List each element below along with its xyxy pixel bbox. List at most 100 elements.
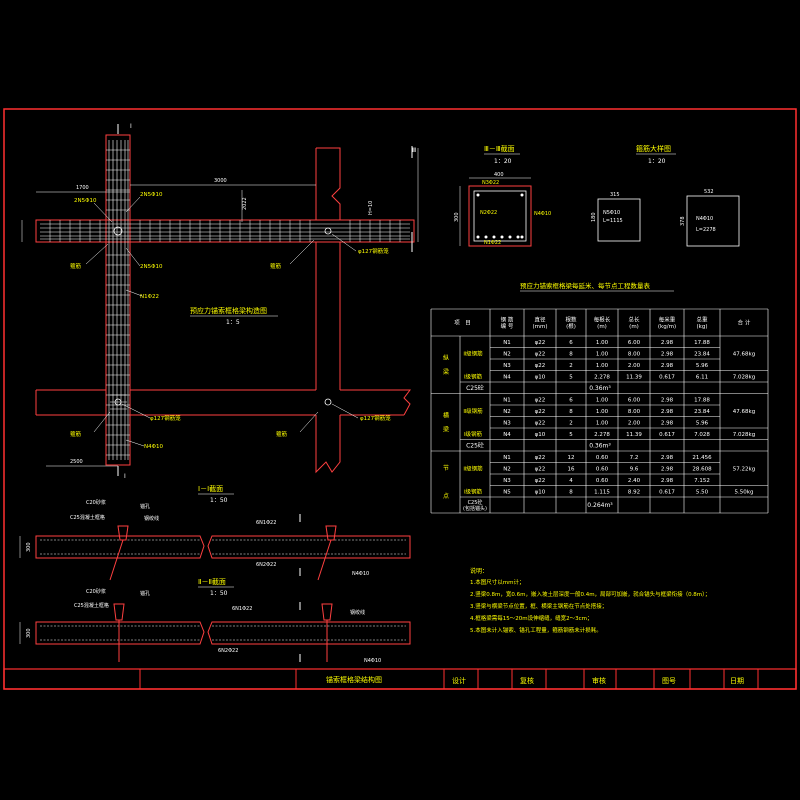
table-cell-grade: Ⅱ级钢筋 xyxy=(463,464,483,472)
stirrup-a-side: 180 xyxy=(591,212,597,222)
table-header-cell: (m) xyxy=(629,324,639,330)
stirrup-title: 箍筋大样图 xyxy=(636,144,671,153)
table-header-cell: 编 号 xyxy=(501,322,514,330)
quantity-table: 预应力锚索框格梁每延米、每节点工程数量表 项 目钢 筋编 号直径(mm)根数(根… xyxy=(430,281,769,514)
table-cell-total: 7.2 xyxy=(630,455,639,461)
title-block-review: 审核 xyxy=(592,676,606,685)
table-header-cell: 每根长 xyxy=(594,315,611,323)
table-cell-grade: Ⅰ级钢筋 xyxy=(464,372,483,380)
table-cell-dia: φ10 xyxy=(535,374,546,380)
section-2-scale: 1：50 xyxy=(210,590,228,597)
table-cell-id: N2 xyxy=(503,351,511,357)
section-2-label-g: N4Φ10 xyxy=(364,658,381,664)
plan-scale: 1：5 xyxy=(226,319,240,326)
table-header-cell: 直径 xyxy=(534,315,546,323)
section-1-label-c: 锚孔 xyxy=(140,503,150,510)
plan-label-8: φ127钢筋笼 xyxy=(150,414,181,422)
table-cell-id: N5 xyxy=(503,489,511,495)
table-cell-weight: 5.50 xyxy=(696,489,709,495)
table-cell-per: 0.617 xyxy=(659,374,675,380)
anchor-node-lower-right xyxy=(324,398,332,406)
table-sum-grade1: 7.028kg xyxy=(733,432,755,438)
table-concrete-label: C25砼 xyxy=(468,499,483,506)
plan-label-10: 箍筋 xyxy=(70,430,82,438)
stirrup-b-name: N4Φ10 xyxy=(696,216,713,222)
right-vertical-beam xyxy=(315,147,341,474)
table-cell-per: 2.98 xyxy=(661,420,674,426)
section-3-label-left: N2Φ22 xyxy=(480,210,497,216)
table-cell-id: N2 xyxy=(503,466,511,472)
table-cell-weight: 6.11 xyxy=(696,374,708,380)
table-cell-each: 1.00 xyxy=(596,363,609,369)
stirrup-a-top: 315 xyxy=(610,192,620,198)
stirrup-b-top: 532 xyxy=(704,189,714,195)
section-1-scale: 1：50 xyxy=(210,497,228,504)
table-cell-count: 4 xyxy=(569,478,573,484)
note-4: 4.框格梁需每15～20m设伸缩缝，缝宽2～3cm； xyxy=(470,614,592,622)
note-1: 1.本图尺寸以mm计； xyxy=(470,578,524,586)
section-2-label-a: C20砂浆 xyxy=(86,588,106,595)
section-2-height: 300 xyxy=(26,628,32,638)
section-2-label-c: 锚孔 xyxy=(140,590,150,597)
table-cell-each: 2.278 xyxy=(594,432,610,438)
table-cell-weight: 21.456 xyxy=(692,455,712,461)
table-header-cell: 每米重 xyxy=(659,315,676,323)
plan-label-2: 2N5Φ10 xyxy=(140,192,163,198)
note-2: 2.竖梁0.8m，宽0.6m，嵌入坡土层深度一般0.4m，局部可加嵌，就合锚头与… xyxy=(470,590,710,598)
table-concrete-volume: 0.264m³ xyxy=(587,502,613,509)
section-1-label-a: C20砂浆 xyxy=(86,499,106,506)
table-cell-each: 1.00 xyxy=(596,420,609,426)
dim-top-mid: 3000 xyxy=(214,178,227,184)
anchor-node-lower xyxy=(114,398,122,406)
plan-label-12: N1Φ22 xyxy=(140,294,159,300)
table-cell-count: 16 xyxy=(568,466,575,472)
table-cell-total: 8.00 xyxy=(628,409,641,415)
table-cell-weight: 5.96 xyxy=(696,420,709,426)
table-concrete-label: C25砼 xyxy=(466,441,484,449)
table-concrete-volume: 0.36m³ xyxy=(589,442,611,449)
table-header-cell: 钢 筋 xyxy=(501,315,514,323)
vertical-beam xyxy=(105,134,131,466)
table-cell-dia: φ22 xyxy=(535,420,546,426)
table-concrete-volume: 0.36m³ xyxy=(589,385,611,392)
section-1-label-f: 6N2Φ22 xyxy=(256,562,276,568)
section-2-label-e: 6N1Φ22 xyxy=(232,606,252,612)
table-cell-dia: φ22 xyxy=(535,455,546,461)
stirrup-a-shape xyxy=(597,198,641,242)
anchor-node-right xyxy=(324,227,332,235)
table-cell-each: 2.278 xyxy=(594,374,610,380)
table-header-cell: (根) xyxy=(566,322,576,330)
stirrup-b-shape xyxy=(686,195,740,247)
table-cell-per: 2.98 xyxy=(661,351,674,357)
table-cell-id: N4 xyxy=(503,374,511,380)
table-cell-total: 9.6 xyxy=(630,466,639,472)
table-cell-per: 2.98 xyxy=(661,455,674,461)
section-2-view: Ⅱ－Ⅱ截面 1：50 300 C20砂浆 C25混凝土框格 锚孔 钢绞线 6N1… xyxy=(19,577,411,664)
table-cell-weight: 23.84 xyxy=(694,351,710,357)
table-cell-count: 6 xyxy=(569,397,573,403)
plan-label-5: 箍筋 xyxy=(70,262,82,270)
title-block-number: 图号 xyxy=(662,677,676,685)
table-cell-id: N3 xyxy=(503,420,511,426)
table-cell-per: 2.98 xyxy=(661,409,674,415)
table-sum-grade2: 47.68kg xyxy=(733,351,755,357)
table-cell-each: 0.60 xyxy=(596,478,609,484)
title-block-design: 设计 xyxy=(452,676,466,685)
table-cell-per: 0.617 xyxy=(659,489,675,495)
section-3-view: Ⅲ－Ⅲ截面 1：20 400 300 N3Φ22 N4Φ10 N2Φ22 N1Φ… xyxy=(454,144,551,247)
table-cell-total: 2.00 xyxy=(628,363,641,369)
section-3-outline xyxy=(468,185,532,247)
table-header-cell: 总长 xyxy=(628,315,640,323)
section-1-title: Ⅰ－Ⅰ截面 xyxy=(198,484,223,493)
table-cell-dia: φ10 xyxy=(535,432,546,438)
dim-right-vert: H=10 xyxy=(368,201,374,215)
table-cell-weight: 28.608 xyxy=(692,466,712,472)
section-3-label-right: N4Φ10 xyxy=(534,211,551,217)
section-1-label-d: 钢绞线 xyxy=(144,515,159,522)
table-cell-weight: 23.84 xyxy=(694,409,710,415)
table-cell-dia: φ22 xyxy=(535,478,546,484)
table-cell-total: 11.39 xyxy=(626,374,642,380)
table-header-cell: 项 目 xyxy=(454,320,471,327)
table-cell-each: 1.00 xyxy=(596,409,609,415)
table-group-name: 梁 xyxy=(443,368,449,376)
